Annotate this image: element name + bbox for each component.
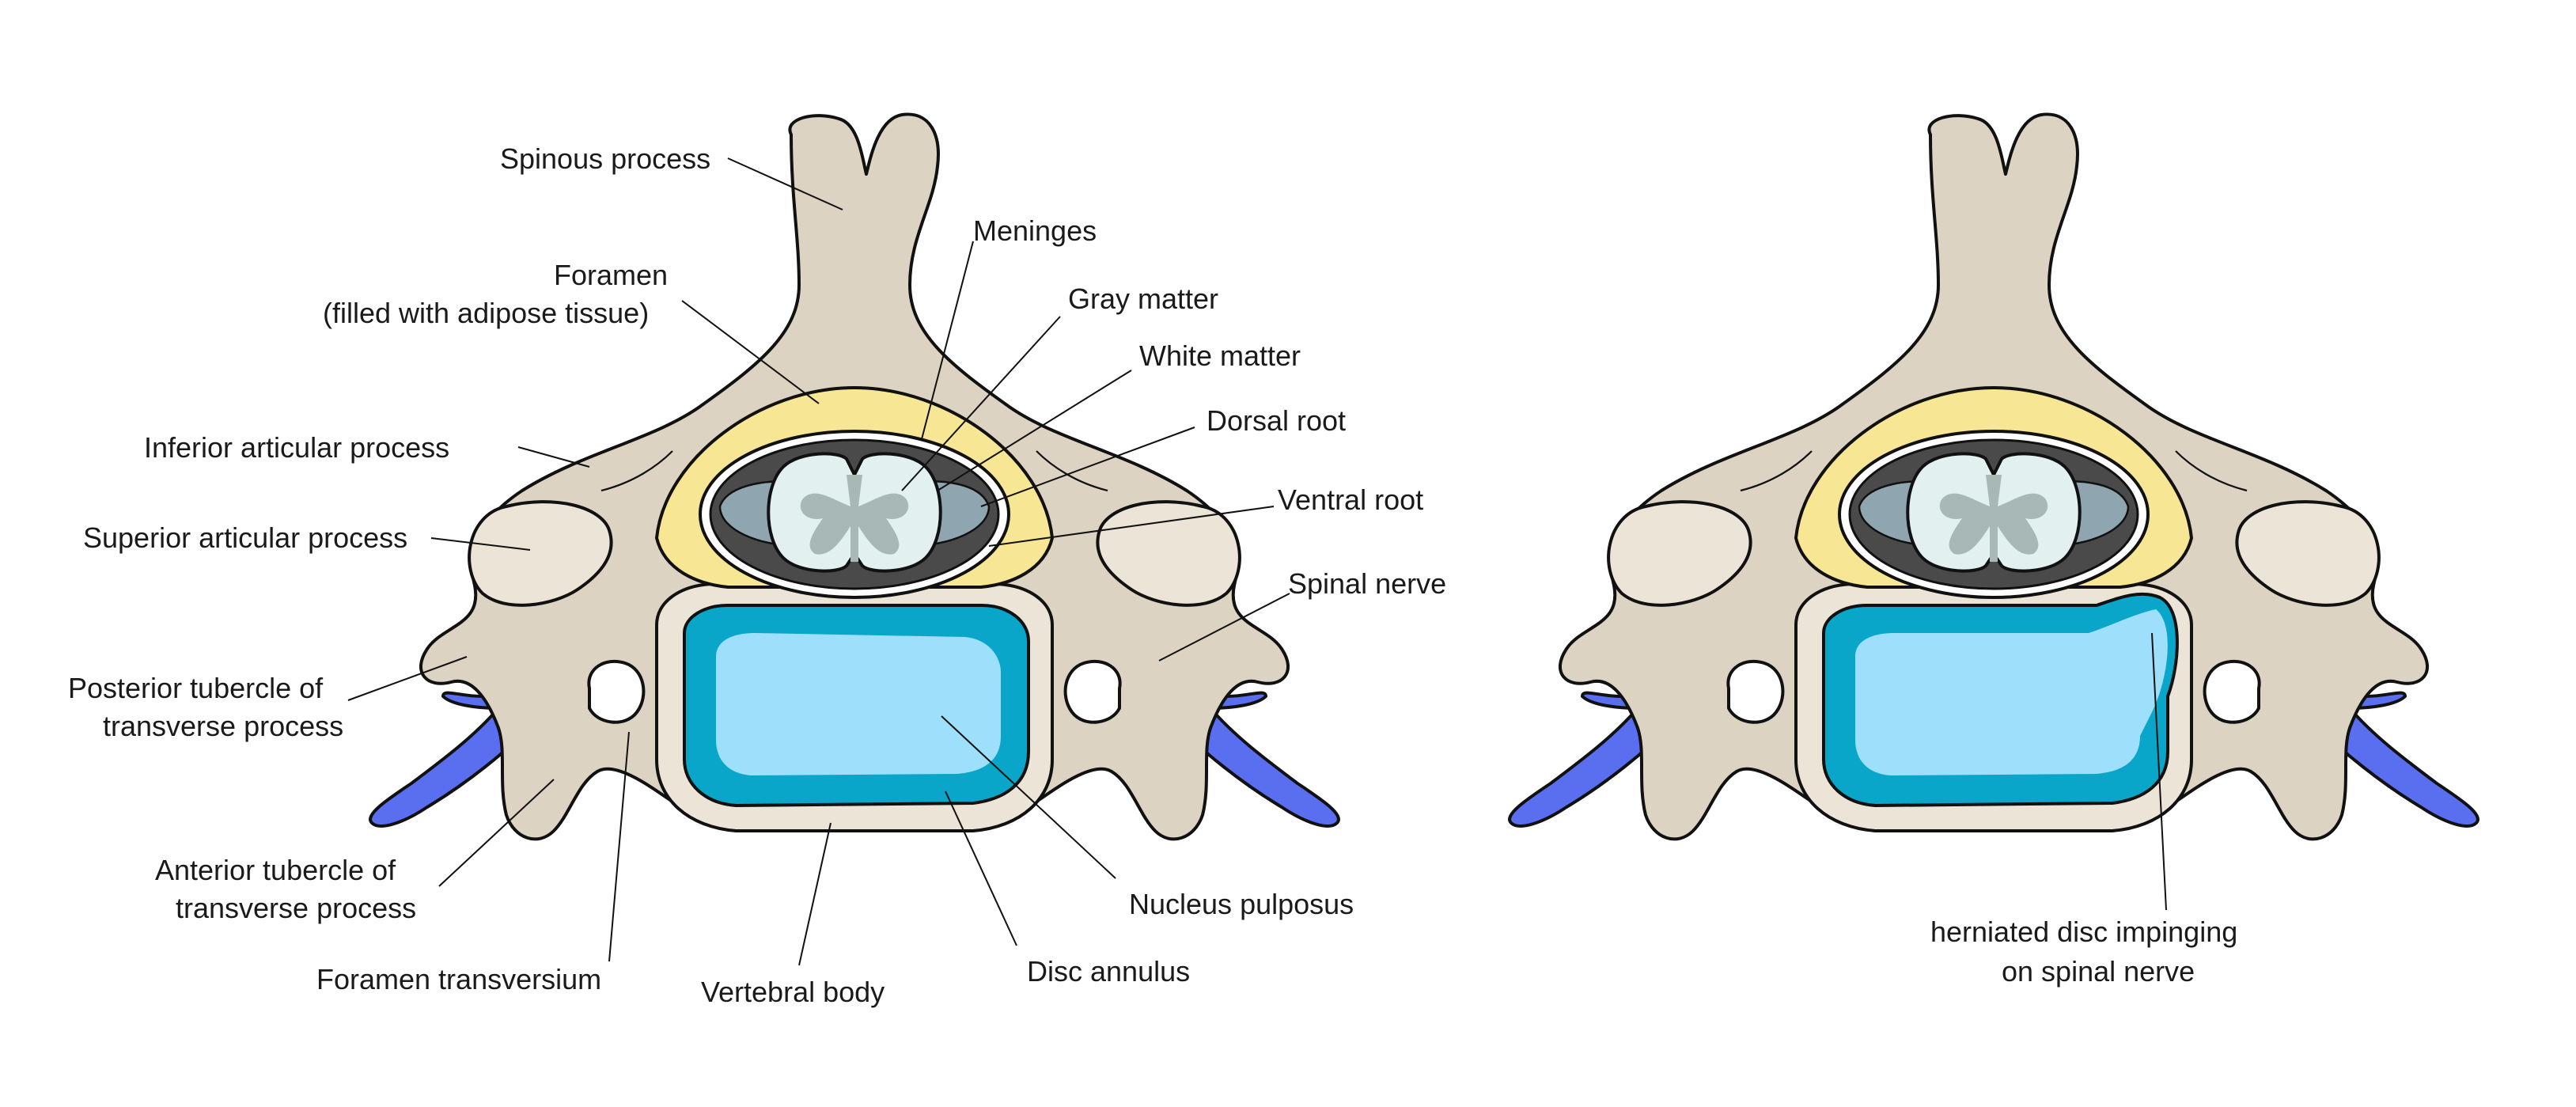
vertebra-herniated [1508, 112, 2479, 841]
label-foramen-2: (filled with adipose tissue) [323, 297, 649, 329]
label-spinous-process: Spinous process [500, 142, 710, 175]
label-posterior-tubercle-1: Posterior tubercle of [68, 672, 324, 704]
labels: Spinous process Foramen (filled with adi… [68, 142, 2237, 1008]
label-foramen-1: Foramen [554, 259, 668, 291]
label-inferior-articular: Inferior articular process [144, 431, 449, 464]
label-nucleus-pulposus: Nucleus pulposus [1129, 888, 1354, 920]
label-vertebral-body: Vertebral body [701, 976, 885, 1008]
label-gray-matter: Gray matter [1068, 282, 1218, 315]
nucleus-pulposus-shape [716, 633, 1001, 775]
label-superior-articular: Superior articular process [83, 521, 407, 554]
label-herniated-1: herniated disc impinging [1930, 916, 2237, 948]
label-ventral-root: Ventral root [1278, 483, 1423, 516]
herniated-nucleus-shape [1855, 609, 2168, 775]
label-meninges: Meninges [973, 214, 1097, 247]
label-herniated-2: on spinal nerve [2002, 955, 2195, 988]
label-anterior-tubercle-1: Anterior tubercle of [155, 854, 396, 886]
label-anterior-tubercle-2: transverse process [176, 892, 416, 924]
leader-lines [347, 157, 2167, 966]
label-disc-annulus: Disc annulus [1027, 955, 1190, 988]
label-white-matter: White matter [1139, 339, 1301, 372]
label-dorsal-root: Dorsal root [1207, 404, 1346, 437]
label-spinal-nerve: Spinal nerve [1288, 567, 1446, 600]
label-foramen-transversium: Foramen transversium [316, 963, 601, 995]
vertebra-normal [369, 112, 1340, 841]
label-posterior-tubercle-2: transverse process [103, 710, 343, 742]
